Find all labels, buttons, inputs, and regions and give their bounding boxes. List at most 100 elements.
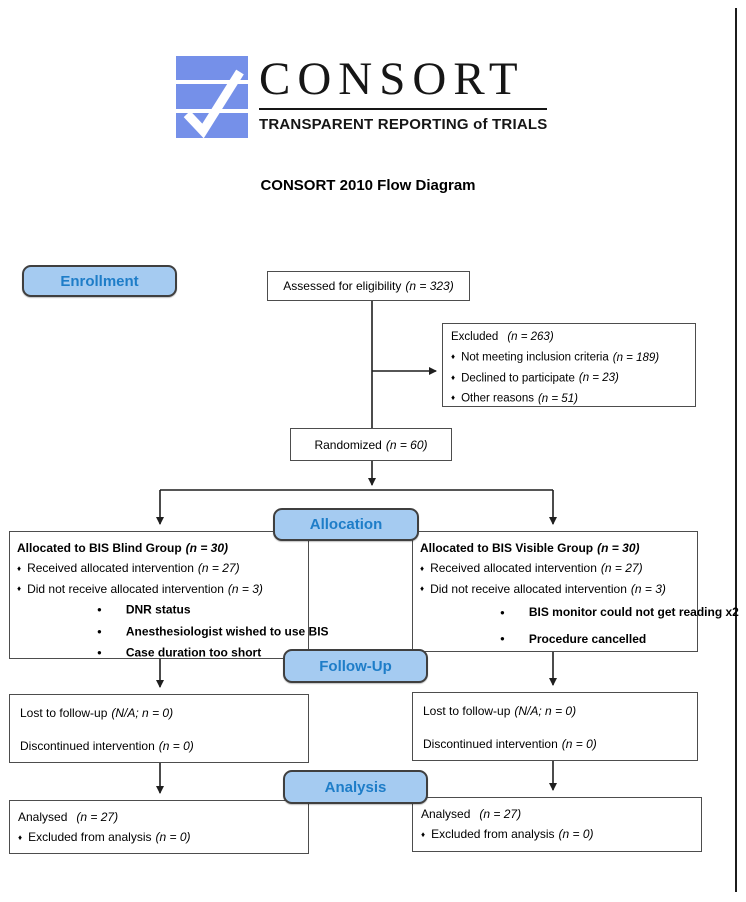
allocated-bis-visible-box: Allocated to BIS Visible Group(n = 30) ♦… — [412, 531, 739, 653]
box-text: Assessed for eligibility(n = 323) — [283, 276, 453, 296]
item-label: Excluded from analysis — [28, 830, 152, 844]
item-count: (n = 0) — [158, 739, 194, 753]
item-label: DNR status — [125, 602, 191, 617]
followup-left-box: Lost to follow-up(N/A; n = 0) Discontinu… — [9, 694, 309, 763]
item-label: Lost to follow-up — [20, 706, 108, 720]
box-title: Allocated to BIS Blind Group(n = 30) — [17, 538, 301, 558]
list-item: ♦Did not receive allocated intervention(… — [17, 579, 301, 600]
list-item: Lost to follow-up(N/A; n = 0) — [20, 703, 298, 723]
item-count: (n = 0) — [561, 737, 597, 751]
list-item: Discontinued intervention(n = 0) — [423, 734, 687, 754]
item-count: (n = 189) — [612, 351, 660, 364]
stage-badge-analysis: Analysis — [283, 770, 428, 804]
item-label: Discontinued intervention — [20, 739, 155, 753]
item-label: Excluded from analysis — [431, 827, 555, 841]
reason-item: ● BIS monitor could not get reading x2 — [420, 599, 739, 626]
diamond-bullet-icon: ♦ — [451, 372, 456, 382]
item-count: (n = 263) — [507, 331, 554, 343]
diamond-bullet-icon: ♦ — [420, 584, 425, 593]
item-label: Did not receive allocated intervention — [27, 581, 224, 596]
item-label: Other reasons — [461, 392, 534, 405]
logo-wordmark: CONSORT — [259, 56, 548, 110]
dot-bullet-icon: ● — [500, 607, 505, 617]
reason-item: ● DNR status — [17, 599, 301, 621]
checkmark-icon — [183, 69, 244, 138]
item-count: (n = 0) — [558, 827, 594, 841]
item-count: (n = 30) — [185, 541, 229, 555]
list-item: ♦ Other reasons(n = 51) — [451, 388, 687, 409]
stage-badge-label: Follow-Up — [319, 657, 392, 675]
item-count: (n = 0) — [155, 830, 191, 844]
item-label: Received allocated intervention — [27, 561, 194, 575]
stage-badge-label: Analysis — [324, 778, 387, 796]
reason-item: ● Anesthesiologist wished to use BIS — [17, 621, 329, 643]
dot-bullet-icon: ● — [97, 605, 102, 614]
item-count: (n = 27) — [197, 561, 240, 575]
list-item: ♦ Received allocated intervention(n = 27) — [17, 558, 301, 579]
analysis-right-box: Analysed (n = 27) ♦ Excluded from analysis… — [412, 797, 702, 852]
item-label: Excluded — [451, 331, 499, 343]
stage-badge-label: Enrollment — [60, 272, 139, 290]
item-label: Analysed — [421, 807, 471, 821]
page-edge-line — [735, 8, 737, 892]
item-count: (n = 27) — [76, 810, 119, 824]
reason-item: ● Procedure cancelled — [420, 626, 690, 653]
item-count: (N/A; n = 0) — [514, 704, 577, 718]
item-count: (N/A; n = 0) — [111, 706, 174, 720]
item-count: (n = 30) — [597, 541, 640, 555]
item-label: Assessed for eligibility — [283, 279, 402, 293]
list-item: ♦ Excluded from analysis(n = 0) — [18, 827, 300, 848]
list-item: ♦Not meeting inclusion criteria(n = 189) — [451, 347, 687, 368]
diamond-bullet-icon: ♦ — [421, 829, 426, 839]
list-item: ♦ Declined to participate(n = 23) — [451, 368, 687, 389]
item-label: Allocated to BIS Visible Group — [420, 541, 594, 555]
stage-badge-allocation: Allocation — [273, 508, 419, 541]
item-count: (n = 3) — [630, 581, 666, 596]
diamond-bullet-icon: ♦ — [18, 832, 23, 842]
logo-tagline: TRANSPARENT REPORTING of TRIALS — [259, 116, 548, 133]
item-count: (n = 51) — [537, 392, 578, 405]
list-item: ♦ Received allocated intervention(n = 27) — [420, 558, 690, 579]
diamond-bullet-icon: ♦ — [17, 563, 22, 573]
analysis-left-box: Analysed (n = 27) ♦ Excluded from analysis… — [9, 800, 309, 854]
excluded-box: Excluded(n = 263) ♦Not meeting inclusion… — [442, 323, 696, 407]
dot-bullet-icon: ● — [500, 634, 505, 643]
item-label: Randomized — [314, 437, 382, 452]
item-label: Discontinued intervention — [423, 737, 558, 751]
diamond-bullet-icon: ♦ — [17, 584, 22, 593]
dot-bullet-icon: ● — [97, 648, 102, 657]
item-count: (n = 27) — [600, 561, 643, 575]
consort-logo: CONSORT TRANSPARENT REPORTING of TRIALS — [176, 56, 548, 138]
item-label: Received allocated intervention — [430, 561, 597, 575]
item-label: Anesthesiologist wished to use BIS — [125, 624, 329, 638]
item-count: (n = 23) — [578, 372, 619, 384]
box-title: Excluded (n = 263) — [451, 328, 687, 347]
randomized-box: Randomized(n = 60) — [290, 428, 452, 461]
box-title: Analysed (n = 27) — [18, 807, 300, 827]
allocated-bis-blind-box: Allocated to BIS Blind Group(n = 30) ♦ Re… — [9, 531, 329, 660]
list-item: ♦ Excluded from analysis(n = 0) — [421, 824, 693, 845]
item-label: BIS monitor could not get reading x2 — [528, 605, 739, 619]
consort-logo-icon — [176, 56, 248, 138]
item-label: Not meeting inclusion criteria — [461, 351, 609, 364]
list-item: ♦ Did not receive allocated intervention(… — [420, 579, 690, 600]
item-label: Declined to participate — [461, 372, 575, 384]
stage-badge-followup: Follow-Up — [283, 649, 428, 683]
item-label: Case duration too short — [125, 645, 262, 660]
followup-right-box: Lost to follow-up(N/A; n = 0) Discontinu… — [412, 692, 698, 761]
box-text: Randomized(n = 60) — [314, 435, 427, 455]
diamond-bullet-icon: ♦ — [420, 563, 425, 573]
logo-bar — [176, 84, 248, 109]
item-label: Did not receive allocated intervention — [430, 581, 627, 596]
list-item: Lost to follow-up(N/A; n = 0) — [423, 701, 687, 721]
item-label: Procedure cancelled — [528, 631, 647, 646]
item-count: (n = 27) — [479, 807, 522, 821]
item-count: (n = 323) — [405, 279, 454, 293]
item-count: (n = 60) — [385, 437, 428, 452]
dot-bullet-icon: ● — [97, 626, 102, 636]
logo-text-block: CONSORT TRANSPARENT REPORTING of TRIALS — [259, 56, 548, 133]
diamond-bullet-icon: ♦ — [451, 393, 456, 402]
item-label: Analysed — [18, 810, 68, 824]
